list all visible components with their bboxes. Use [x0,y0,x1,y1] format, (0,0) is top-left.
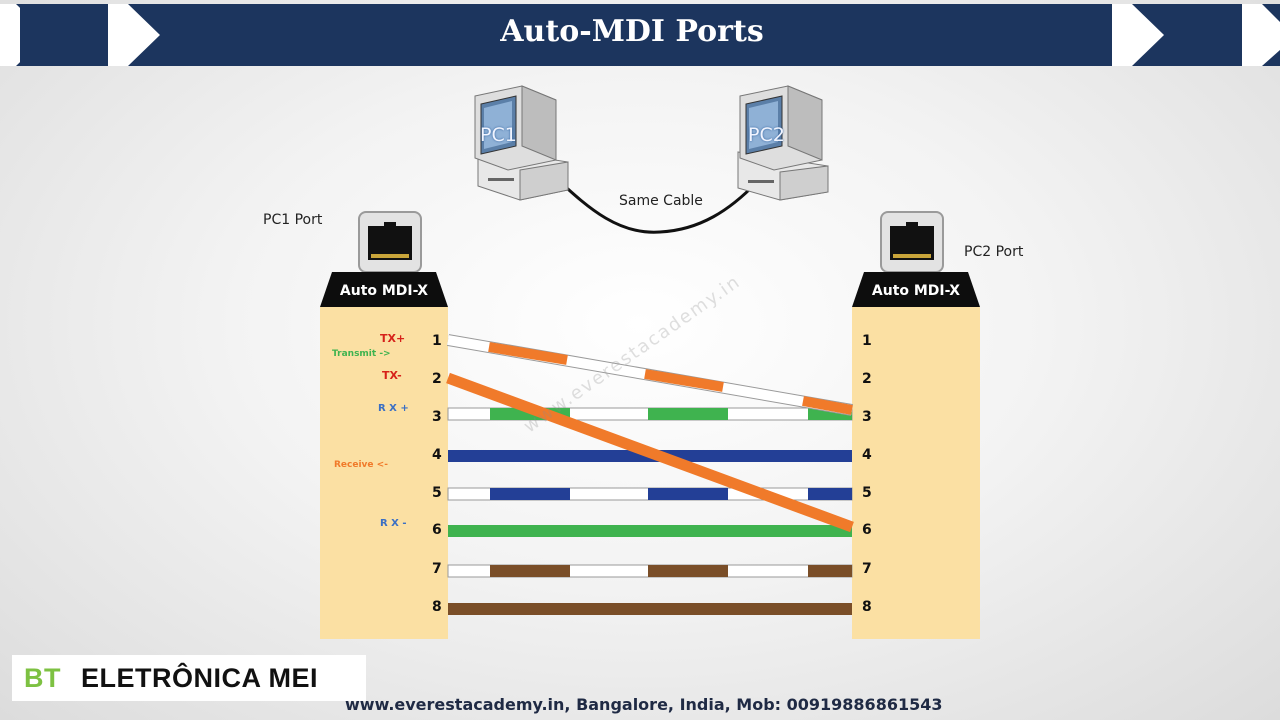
pc1-rj45-icon [358,211,422,273]
wire-2-cross [446,372,854,533]
wire-6 [448,525,852,537]
pc2-header: Auto MDI-X [871,283,961,299]
right-pin-7: 7 [862,561,872,577]
rx-minus-label: R X - [380,518,407,529]
page-title: Auto-MDI Ports [500,14,764,49]
tx-minus-label: TX- [382,369,402,382]
pc1-header-shape [320,272,448,307]
pc1-port-label: PC1 Port [263,212,323,228]
rx-plus-label: R X + [378,403,409,414]
wire-7 [447,564,853,578]
left-pin-8: 8 [432,599,442,615]
pc1-icon [474,85,569,201]
pc2-pin-panel [852,307,980,639]
pc2-icon [737,85,829,201]
brand-prefix: BT [24,663,61,693]
pc-cable [554,176,759,234]
pc1-label: PC1 [480,124,517,146]
left-pin-6: 6 [432,522,442,538]
cable-label: Same Cable [619,193,703,209]
transmit-label: Transmit -> [332,349,391,359]
left-pin-4: 4 [432,447,442,463]
wire-5 [447,487,853,501]
right-pin-3: 3 [862,409,872,425]
pc2-port-label: PC2 Port [964,244,1024,260]
receive-label: Receive <- [334,460,388,470]
brand-name: ELETRÔNICA MEI [81,663,319,693]
right-pin-5: 5 [862,485,872,501]
left-pin-1: 1 [432,333,442,349]
right-pin-2: 2 [862,371,872,387]
wire-3 [447,407,853,421]
title-banner [0,4,1280,66]
left-pin-2: 2 [432,371,442,387]
brand-logo: BT ELETRÔNICA MEI [12,655,366,701]
wire-1-cross [446,334,854,416]
pc2-rj45-icon [880,211,944,273]
left-pin-7: 7 [432,561,442,577]
footer-contact: www.everestacademy.in, Bangalore, India,… [345,695,943,714]
right-pin-4: 4 [862,447,872,463]
pc2-label: PC2 [748,124,785,146]
banner-chevrons [0,4,1280,66]
left-pin-5: 5 [432,485,442,501]
pc1-pin-panel [320,307,448,639]
right-pin-8: 8 [862,599,872,615]
pc1-header: Auto MDI-X [339,283,429,299]
tx-plus-label: TX+ [380,332,406,345]
right-pin-1: 1 [862,333,872,349]
wire-8 [448,603,852,615]
pc2-header-shape [852,272,980,307]
right-pin-6: 6 [862,522,872,538]
left-pin-3: 3 [432,409,442,425]
